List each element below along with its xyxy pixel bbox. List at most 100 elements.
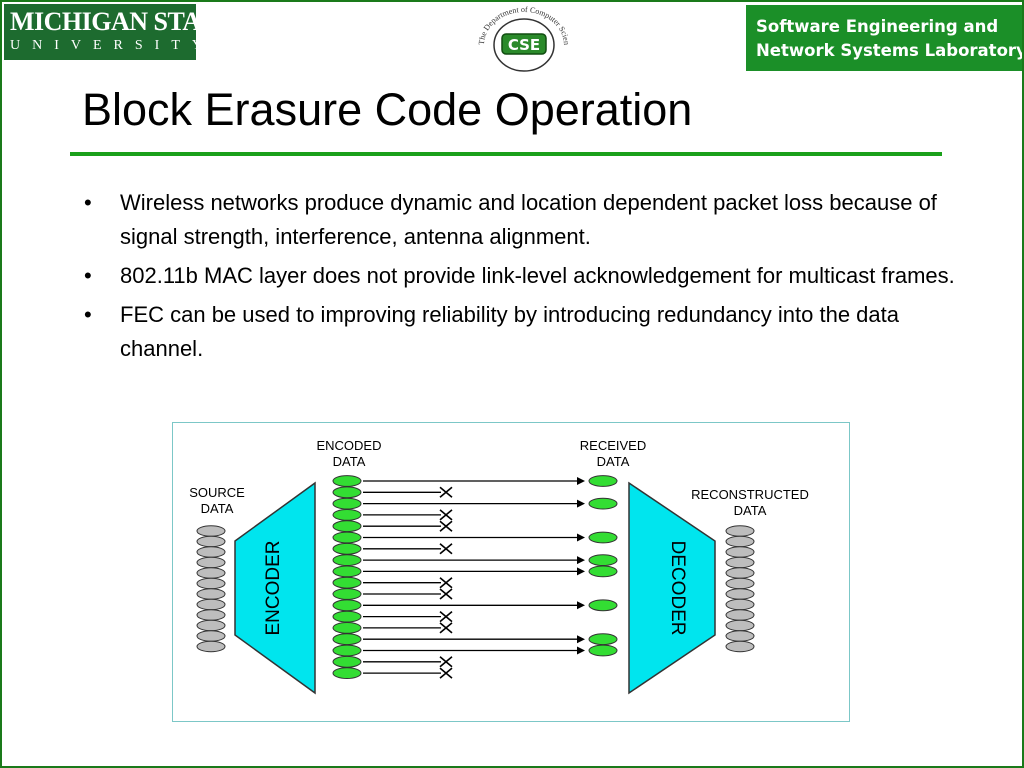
received-packet	[588, 633, 618, 646]
encoded-packet	[332, 599, 362, 612]
received-packet	[588, 644, 618, 657]
encoded-packet	[332, 622, 362, 634]
label-received-data-1: RECEIVED	[580, 438, 646, 453]
msu-logo-line2: UNIVERSITY	[10, 38, 214, 53]
diagram-canvas: SOURCE DATA ENCODED DATA RECEIVED DATA R…	[189, 438, 809, 695]
source-packet	[196, 546, 226, 558]
label-received-data-2: DATA	[597, 454, 630, 469]
received-packet	[588, 565, 618, 578]
loss-mark	[439, 486, 453, 498]
label-reconstructed-data-2: DATA	[734, 503, 767, 518]
reconstructed-packet	[725, 630, 755, 642]
source-packet	[196, 640, 226, 653]
encoded-packet	[332, 475, 362, 487]
msu-logo: MICHIGAN STATE UNIVERSITY	[4, 4, 233, 60]
reconstructed-packet	[725, 598, 755, 611]
received-packet	[588, 531, 618, 544]
bullet-marker: •	[84, 302, 92, 327]
cse-seal-acronym: CSE	[508, 36, 540, 54]
loss-mark	[439, 610, 453, 623]
loss-mark	[439, 656, 453, 668]
transmission-arrowhead	[577, 499, 585, 508]
encoded-packet	[332, 633, 362, 646]
reconstructed-packet	[725, 588, 755, 600]
reconstructed-packet	[725, 525, 755, 537]
loss-mark	[439, 543, 453, 555]
reconstructed-packet	[725, 619, 755, 632]
loss-mark	[439, 667, 453, 679]
loss-mark	[439, 520, 453, 532]
lab-name-line2: Network Systems Laboratory	[756, 41, 1024, 60]
source-packets	[196, 525, 226, 653]
bullet-list: • Wireless networks produce dynamic and …	[82, 186, 962, 371]
received-packets	[588, 475, 618, 657]
bullet-text: FEC can be used to improving reliability…	[120, 302, 900, 361]
transmission-arrowhead	[577, 646, 585, 655]
loss-mark	[439, 622, 453, 634]
label-source-data-2: DATA	[201, 501, 234, 516]
encoded-packet	[332, 554, 362, 567]
transmission-arrowhead	[577, 533, 585, 542]
encoded-packet	[332, 565, 362, 578]
encoded-packet	[332, 509, 362, 521]
loss-mark	[439, 577, 453, 589]
label-source-data-1: SOURCE	[189, 485, 245, 500]
encoded-packet	[332, 655, 362, 668]
source-packet	[196, 630, 226, 642]
transmission-arrows	[363, 477, 585, 679]
source-packet	[196, 567, 226, 579]
received-packet	[588, 554, 618, 567]
encoded-packet	[332, 531, 362, 544]
msu-logo-line1: MICHIGAN STATE	[10, 7, 233, 36]
bullet-item: • 802.11b MAC layer does not provide lin…	[82, 259, 962, 293]
encoder-block	[234, 481, 316, 695]
reconstructed-packet	[725, 640, 755, 653]
bullet-marker: •	[84, 190, 92, 215]
label-encoded-data-2: DATA	[333, 454, 366, 469]
reconstructed-packet	[725, 556, 755, 569]
bullet-item: • FEC can be used to improving reliabili…	[82, 298, 962, 366]
reconstructed-packet	[725, 577, 755, 590]
received-packet	[588, 475, 618, 487]
source-packet	[196, 577, 226, 590]
title-divider	[70, 152, 942, 156]
reconstructed-packet	[725, 546, 755, 558]
transmission-arrowhead	[577, 567, 585, 576]
loss-mark	[439, 509, 453, 521]
received-packet	[588, 497, 618, 510]
lab-name-banner: Software Engineering and Network Systems…	[746, 5, 1024, 71]
source-packet	[196, 588, 226, 600]
source-packet	[196, 556, 226, 569]
encoded-packet	[332, 644, 362, 657]
encoded-packet	[332, 588, 362, 600]
encoded-packet	[332, 576, 362, 589]
received-packet	[588, 599, 618, 612]
encoded-packets	[332, 475, 362, 680]
reconstructed-packet	[725, 567, 755, 579]
source-packet	[196, 535, 226, 548]
source-packet	[196, 525, 226, 537]
source-packet	[196, 598, 226, 611]
reconstructed-packet	[725, 609, 755, 621]
encoded-packet	[332, 486, 362, 499]
transmission-arrowhead	[577, 477, 585, 485]
source-packet	[196, 619, 226, 632]
encoded-packet	[332, 542, 362, 555]
encoded-packet	[332, 497, 362, 510]
encoded-packet	[332, 610, 362, 623]
bullet-marker: •	[84, 263, 92, 288]
loss-mark	[439, 588, 453, 600]
source-packet	[196, 609, 226, 621]
lab-name-line1: Software Engineering and	[756, 17, 999, 36]
reconstructed-packet	[725, 535, 755, 548]
encoded-packet	[332, 520, 362, 533]
label-reconstructed-data-1: RECONSTRUCTED	[691, 487, 809, 502]
transmission-arrowhead	[577, 556, 585, 565]
encoder-label: ENCODER	[263, 540, 284, 635]
transmission-arrowhead	[577, 601, 585, 610]
bullet-text: Wireless networks produce dynamic and lo…	[120, 190, 937, 249]
bullet-item: • Wireless networks produce dynamic and …	[82, 186, 962, 254]
reconstructed-packets	[725, 525, 755, 653]
transmission-arrowhead	[577, 635, 585, 644]
